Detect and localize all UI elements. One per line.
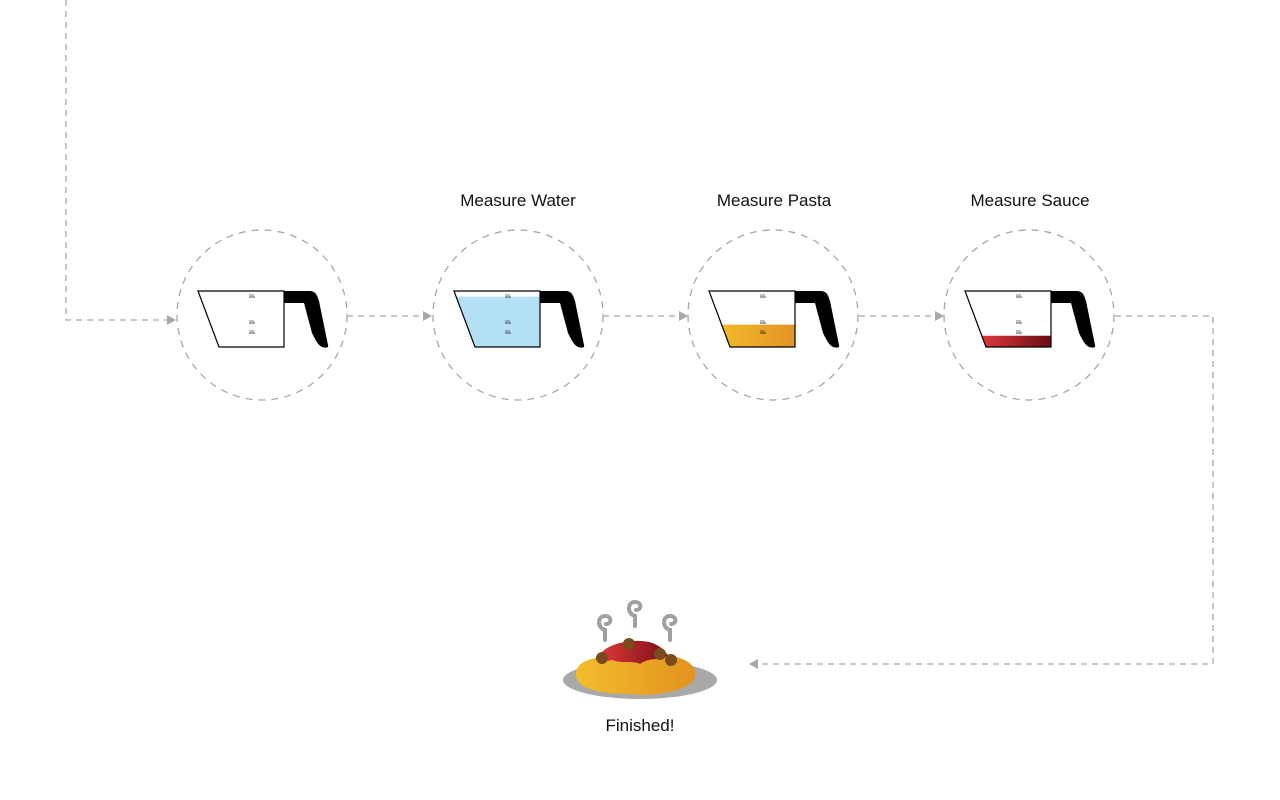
measuring-cup-icon: [453, 290, 585, 348]
step-label-3: Measure Pasta: [716, 191, 832, 210]
cup-fill: [456, 296, 540, 347]
cup-fill: [721, 324, 795, 347]
arrowhead: [935, 311, 944, 321]
spaghetti-plate-icon: [563, 599, 717, 699]
cup-fill: [981, 335, 1051, 347]
arrowhead: [749, 659, 758, 669]
measuring-cup-icon: [197, 290, 329, 348]
steps-layer: [176, 229, 1115, 401]
cup-handle: [1051, 291, 1096, 348]
arrowhead: [423, 311, 432, 321]
cup-handle: [540, 291, 585, 348]
connector-arrowheads: [167, 311, 944, 669]
connectors: [65, 0, 1214, 665]
steam-icon: [597, 599, 678, 642]
meatball: [654, 648, 666, 660]
arrowhead: [167, 315, 176, 325]
meatball: [623, 638, 635, 650]
meatballs: [596, 638, 677, 666]
meatball: [596, 652, 608, 664]
meatball: [665, 654, 677, 666]
sauce: [599, 640, 668, 664]
connector-end: [758, 315, 1214, 665]
cup-outline: [197, 290, 285, 348]
cup-outline: [708, 290, 796, 348]
cup-outline: [964, 290, 1052, 348]
step-label-2: Measure Water: [460, 191, 576, 210]
step-circle: [687, 229, 859, 401]
measuring-cup-icon: [964, 290, 1096, 348]
step-1: [176, 229, 348, 401]
step-circle: [943, 229, 1115, 401]
step-circle: [176, 229, 348, 401]
step-2: [432, 229, 604, 401]
finished-label: Finished!: [605, 716, 675, 735]
measuring-cup-icon: [708, 290, 840, 348]
step-circle: [432, 229, 604, 401]
cup-outline: [453, 290, 541, 348]
cup-handle: [795, 291, 840, 348]
cup-handle: [284, 291, 329, 348]
step-4: [943, 229, 1115, 401]
step-3: [687, 229, 859, 401]
step-label-4: Measure Sauce: [970, 191, 1090, 210]
connector-start: [65, 0, 168, 321]
arrowhead: [679, 311, 688, 321]
